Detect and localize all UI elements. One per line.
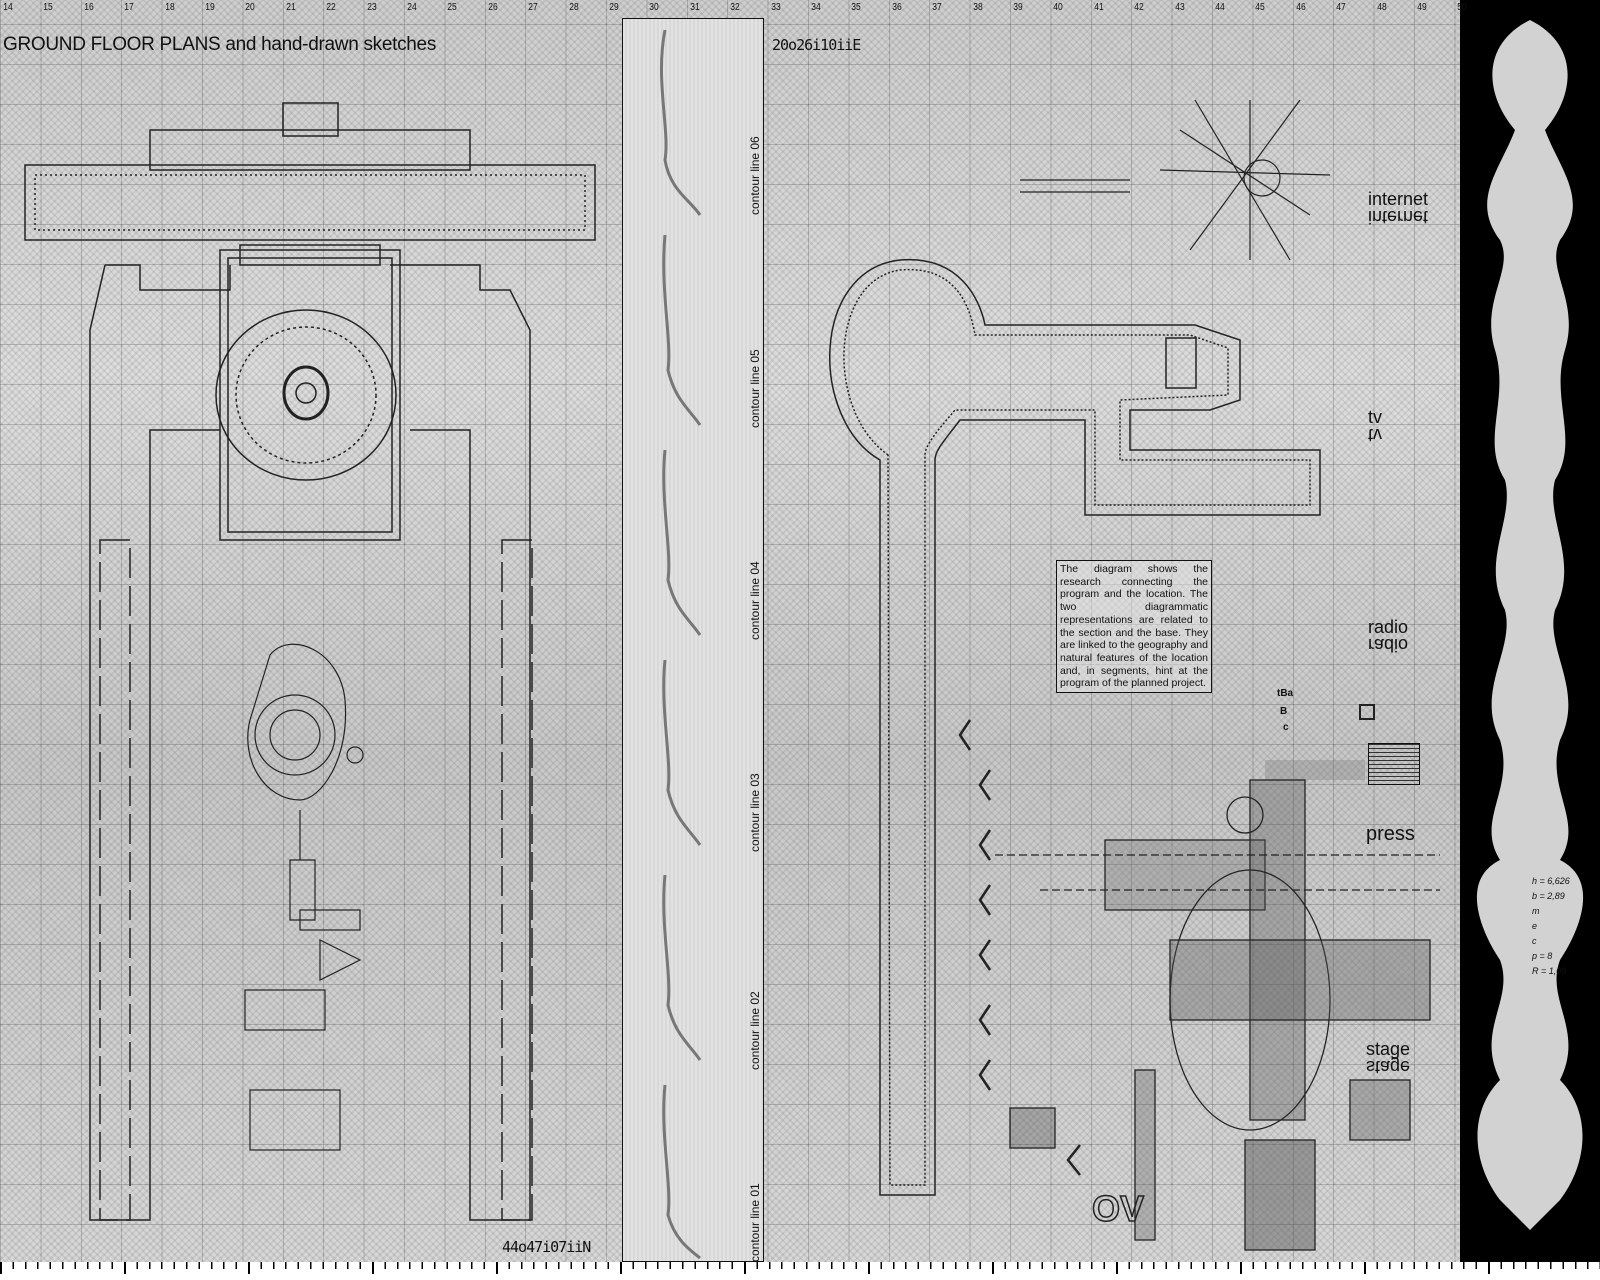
ruler-number: 15 <box>43 2 54 13</box>
ruler-number: 28 <box>568 2 579 13</box>
press-text-box <box>1368 743 1420 785</box>
contour-shapes <box>659 29 702 1260</box>
label-stage-mirrored: stage <box>1366 1057 1411 1077</box>
ruler-number: 41 <box>1094 2 1104 13</box>
formula-line: e <box>1532 921 1538 931</box>
ruler-number: 22 <box>326 2 336 13</box>
radial-sketch <box>1020 99 1331 261</box>
legend-letter-c: c <box>1283 722 1289 733</box>
chevron-marks <box>958 719 1081 1176</box>
ruler-number: 46 <box>1296 2 1306 13</box>
ruler-number: 33 <box>770 2 781 13</box>
ruler-number: 20 <box>245 2 256 13</box>
ruler-number: 45 <box>1255 2 1266 13</box>
ruler-number: 16 <box>84 2 94 13</box>
label-radio-mirrored: radio <box>1368 635 1409 655</box>
ruler-number: 38 <box>972 2 983 13</box>
machine-collage <box>995 704 1440 1251</box>
ruler-number: 27 <box>528 2 538 13</box>
formula-line: c <box>1532 936 1537 946</box>
top-ruler: 14 15 16 17 18 19 20 21 22 23 24 25 26 27 28 29 30 31 32 33… <box>0 0 1467 18</box>
ruler-number: 32 <box>730 2 740 13</box>
ruler-number: 40 <box>1053 2 1064 13</box>
sketch-letters: OV <box>1091 1187 1145 1230</box>
sheet-title: GROUND FLOOR PLANS and hand-drawn sketch… <box>3 34 437 55</box>
ruler-number: 31 <box>690 2 700 13</box>
ruler-number: 37 <box>932 2 942 13</box>
formula-line: p = 8 <box>1532 951 1553 961</box>
hand-drawn-sketch <box>244 643 364 1151</box>
bottom-ruler <box>0 1262 1600 1280</box>
label-stage: stage <box>1366 1039 1411 1059</box>
code-bottom: 44o47i07iiN <box>502 1238 591 1256</box>
ruler-number: 18 <box>164 2 175 13</box>
description-text: The diagram shows the research connectin… <box>1056 560 1212 694</box>
label-tv-mirrored: tv <box>1368 425 1383 445</box>
ruler-number: 17 <box>124 2 134 13</box>
legend-letter-b: B <box>1280 706 1288 717</box>
ruler-number: 29 <box>609 2 619 13</box>
label-tv: tv <box>1368 407 1383 427</box>
contour-strip <box>622 18 764 1262</box>
ground-floor-plan-right <box>829 259 1321 1196</box>
label-internet-mirrored: internet <box>1368 207 1429 227</box>
ruler-number: 23 <box>366 2 377 13</box>
ruler-number: 30 <box>649 2 660 13</box>
ruler-number: 14 <box>3 2 13 13</box>
label-radio: radio <box>1368 617 1409 637</box>
ruler-number: 21 <box>286 2 296 13</box>
formula-line: m <box>1532 906 1540 916</box>
ruler-number: 47 <box>1336 2 1346 13</box>
ruler-number: 44 <box>1215 2 1225 13</box>
label-press: press <box>1366 823 1415 845</box>
ruler-number: 49 <box>1417 2 1427 13</box>
ground-floor-plan-left <box>24 102 596 1221</box>
formula-line: h = 6,626 <box>1532 876 1570 886</box>
column-silhouette <box>1476 20 1584 1230</box>
legend-letter-a: tBa <box>1277 688 1294 699</box>
ruler-number: 39 <box>1013 2 1023 13</box>
ruler-number: 48 <box>1376 2 1387 13</box>
ruler-number: 50 <box>1457 2 1468 13</box>
ruler-number: 24 <box>407 2 417 13</box>
ruler-number: 25 <box>447 2 458 13</box>
ruler-number: 43 <box>1174 2 1185 13</box>
formula-notes: h = 6,626 b = 2,89 m e c p = 8 R = 1,09 <box>1532 874 1570 979</box>
ruler-number: 35 <box>851 2 862 13</box>
ruler-number: 36 <box>892 2 902 13</box>
ruler-number: 42 <box>1134 2 1144 13</box>
code-top: 20o26i10iiE <box>772 36 861 54</box>
formula-line: b = 2,89 <box>1532 891 1565 901</box>
ruler-number: 19 <box>205 2 215 13</box>
ruler-number: 26 <box>488 2 498 13</box>
ruler-number: 34 <box>811 2 821 13</box>
formula-line: R = 1,09 <box>1532 966 1567 976</box>
label-internet: internet <box>1368 189 1429 209</box>
